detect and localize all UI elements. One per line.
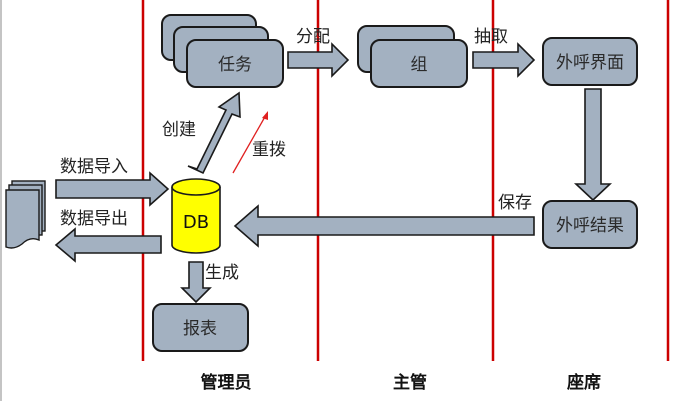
lane-title-agent: 座席	[567, 372, 601, 393]
save-label: 保存	[498, 193, 532, 213]
redial-label: 重拨	[252, 140, 286, 160]
database-label: DB	[183, 212, 209, 233]
import-arrow: 数据导入	[55, 157, 170, 207]
generate-arrow: 生成	[180, 261, 239, 304]
redial-arrow: 重拨	[232, 111, 286, 174]
report-label: 报表	[183, 319, 217, 339]
assign-arrow: 分配	[287, 27, 350, 78]
extract-arrow: 抽取	[472, 27, 536, 78]
call-ui-label: 外呼界面	[556, 53, 624, 73]
call-result-label: 外呼结果	[556, 216, 624, 236]
import-label: 数据导入	[60, 157, 128, 177]
export-label: 数据导出	[60, 209, 128, 229]
assign-label: 分配	[296, 27, 330, 47]
create-arrow: 创建	[162, 91, 241, 175]
database-node: DB	[171, 178, 221, 254]
report-node: 报表	[152, 303, 249, 352]
task-node: 任务	[161, 14, 284, 88]
create-label: 创建	[162, 120, 196, 140]
generate-label: 生成	[205, 263, 239, 283]
export-arrow: 数据导出	[54, 209, 162, 263]
to-result-arrow	[573, 88, 613, 202]
call-result-node: 外呼结果	[542, 200, 638, 249]
lane-title-supervisor: 主管	[393, 372, 427, 393]
call-ui-node: 外呼界面	[542, 37, 638, 86]
group-label: 组	[411, 55, 428, 75]
group-node: 组	[357, 25, 468, 88]
document-stack-icon	[5, 180, 46, 249]
task-label: 任务	[218, 55, 252, 75]
lane-title-admin: 管理员	[201, 372, 252, 393]
extract-label: 抽取	[474, 27, 508, 47]
save-arrow: 保存	[233, 193, 535, 248]
